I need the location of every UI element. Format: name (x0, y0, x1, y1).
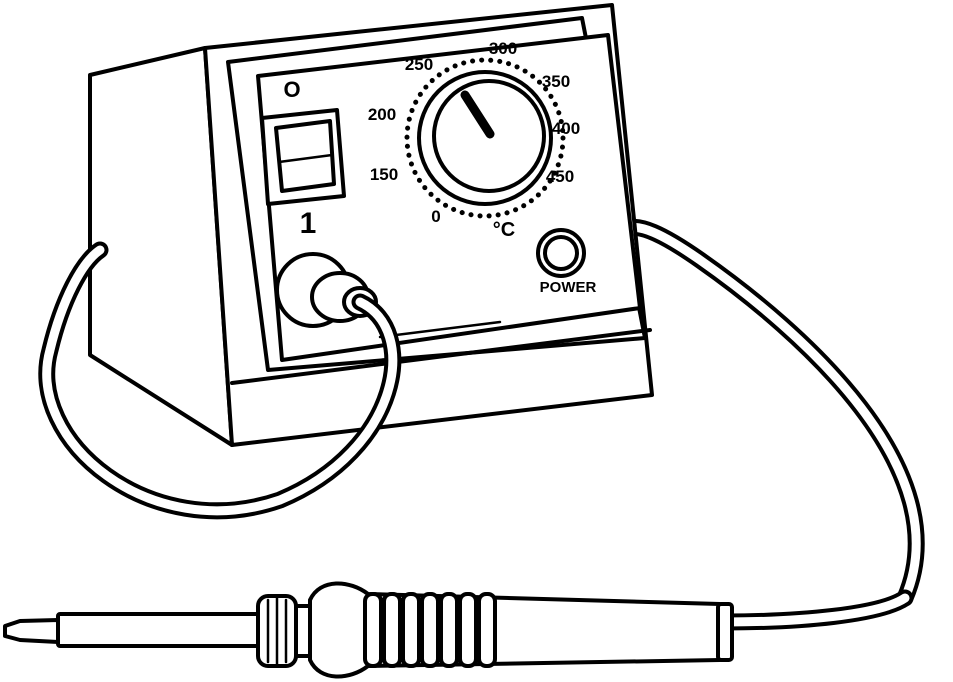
lamp-inner (543, 235, 579, 271)
tick-label: 300 (489, 39, 517, 58)
dial-tick-labels: 0 150 200 250 300 350 400 450 (368, 39, 580, 226)
power-cord (619, 218, 925, 631)
tick-label: 0 (431, 207, 440, 226)
switch-on-label: 1 (300, 207, 317, 240)
switch-off-label: O (283, 77, 300, 102)
temperature-dial[interactable] (404, 57, 566, 219)
iron-tip (3, 618, 60, 644)
panel-outer-frame (226, 16, 647, 372)
soldering-iron[interactable] (3, 581, 734, 679)
panel-groove (378, 320, 502, 339)
tick-label: 250 (405, 55, 433, 74)
switch-rocker-line (277, 153, 334, 164)
station-housing (88, 3, 654, 447)
tick-label: 200 (368, 105, 396, 124)
dial-scale-dots (404, 57, 566, 219)
switch-rocker[interactable] (274, 119, 336, 193)
dial-pointer (460, 90, 495, 139)
iron-collar (294, 604, 312, 658)
dial-unit-label: °C (493, 219, 515, 241)
iron-grip (363, 592, 497, 668)
iron-barrel (56, 612, 260, 648)
power-indicator-lamp (536, 228, 586, 278)
tick-label: 350 (542, 72, 570, 91)
power-rocker-switch[interactable] (260, 108, 346, 206)
iron-end-cap (716, 602, 734, 662)
power-label: POWER (540, 279, 597, 296)
tick-label: 150 (370, 165, 398, 184)
iron-cord-loop (38, 241, 402, 520)
tick-label: 450 (546, 167, 574, 186)
tick-label: 400 (552, 119, 580, 138)
